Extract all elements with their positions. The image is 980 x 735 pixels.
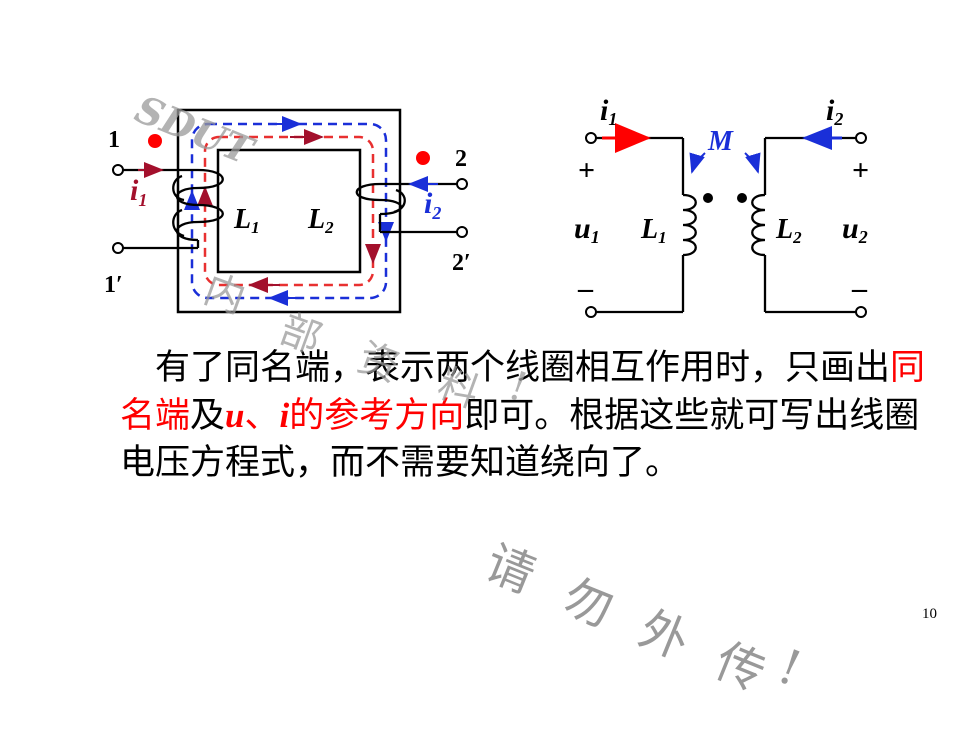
terminal-1p-node [112, 242, 124, 254]
para-separator: 、 [244, 396, 280, 436]
body-paragraph: 有了同名端，表示两个线圈相互作用时，只画出同名端及u、i的参考方向即可。根据这些… [120, 345, 950, 487]
label-i2-right: i2 [826, 94, 843, 129]
core-inner [216, 148, 362, 274]
label-L2-right: L2 [775, 214, 802, 247]
flux-path-red [203, 135, 375, 287]
mutual-inductance-symbol-diagram: i1 i2 M + + – – u1 u2 L1 L2 [574, 94, 869, 318]
para-text-3: 即可。根据这些就可写出线圈电压方程式，而不需要知道绕向了。 [120, 396, 920, 483]
node-right-bottom [855, 306, 867, 318]
mutual-arrow-right [744, 152, 761, 174]
label-i2: i2 [424, 187, 441, 223]
label-M: M [707, 126, 734, 157]
label-plus-left: + [578, 154, 595, 187]
node-right-top [855, 132, 867, 144]
transformer-core-diagram: 1 1′ 2 2′ i1 i2 L1 L2 [104, 108, 471, 314]
label-L1-right: L1 [640, 214, 667, 247]
label-terminal-2: 2 [455, 146, 467, 172]
dot-marker-L1 [703, 193, 713, 203]
terminal-1-node [112, 164, 124, 176]
dot-marker-primary [148, 134, 162, 148]
mutual-arrow-left [689, 152, 706, 174]
para-red-ref-direction: 的参考方向 [289, 396, 465, 436]
label-minus-left: – [577, 272, 594, 305]
label-L2-left: L2 [307, 204, 334, 237]
right-loop-wires [751, 136, 856, 314]
node-left-bottom [585, 306, 597, 318]
terminal-2p-node [456, 226, 468, 238]
para-var-i: i [279, 396, 290, 435]
terminal-2-node [456, 178, 468, 190]
label-terminal-1p: 1′ [104, 272, 123, 298]
page-number: 10 [922, 606, 937, 622]
label-u2: u2 [842, 212, 868, 247]
label-u1: u1 [574, 212, 600, 247]
label-i1-right: i1 [600, 94, 617, 129]
para-var-u: u [225, 396, 245, 435]
label-terminal-1: 1 [108, 127, 120, 153]
dot-marker-L2 [737, 193, 747, 203]
para-text-2: 及 [190, 396, 226, 436]
para-red-same-terminal: 同名端 [120, 348, 926, 436]
label-plus-right: + [852, 154, 869, 187]
label-L1-left: L1 [233, 204, 260, 237]
node-left-top [585, 132, 597, 144]
label-terminal-2p: 2′ [452, 250, 471, 276]
label-minus-right: – [851, 272, 868, 305]
para-text-1: 有了同名端，表示两个线圈相互作用时，只画出 [155, 348, 891, 388]
dot-marker-secondary [416, 151, 430, 165]
label-i1: i1 [130, 174, 147, 210]
